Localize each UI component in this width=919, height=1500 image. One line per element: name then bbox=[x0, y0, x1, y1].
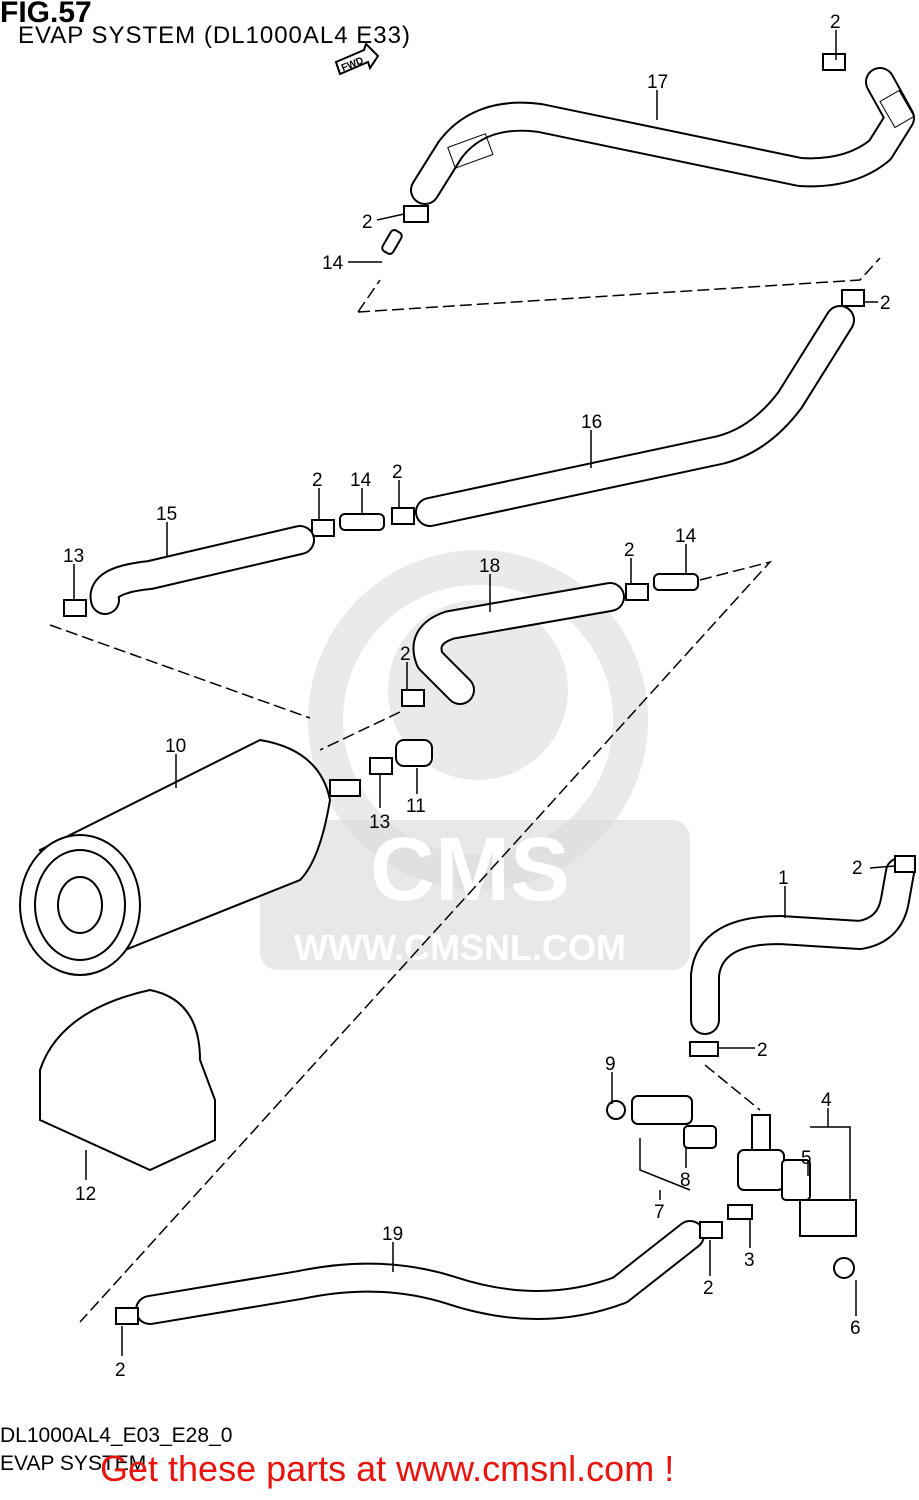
callout-17: 17 bbox=[647, 72, 668, 93]
callout-1: 1 bbox=[778, 868, 789, 889]
callout-2: 2 bbox=[392, 462, 403, 483]
callout-16: 16 bbox=[581, 412, 602, 433]
hose-17 bbox=[410, 67, 915, 205]
callout-13: 13 bbox=[63, 546, 84, 567]
callout-13: 13 bbox=[369, 812, 390, 833]
hose-clamp bbox=[369, 757, 393, 775]
fwd-arrow-icon: FWD bbox=[334, 42, 380, 76]
figure-number: FIG.57 bbox=[0, 0, 92, 29]
hose-16 bbox=[415, 305, 855, 527]
clamp-7 bbox=[606, 1095, 717, 1149]
callout-14: 14 bbox=[350, 470, 372, 491]
callout-19: 19 bbox=[382, 1224, 403, 1245]
callout-3: 3 bbox=[744, 1250, 755, 1271]
callout-14: 14 bbox=[322, 253, 344, 274]
callout-2: 2 bbox=[703, 1278, 714, 1299]
callout-6: 6 bbox=[850, 1318, 861, 1339]
callout-18: 18 bbox=[479, 556, 500, 577]
leader-lines bbox=[73, 30, 896, 1356]
hose-clamp bbox=[391, 507, 415, 525]
hose-clamp bbox=[311, 519, 335, 537]
callout-14: 14 bbox=[675, 526, 697, 547]
callout-2: 2 bbox=[830, 12, 841, 33]
callout-11: 11 bbox=[406, 796, 426, 817]
holder-12 bbox=[39, 988, 216, 1172]
callout-9: 9 bbox=[605, 1054, 616, 1075]
callout-12: 12 bbox=[75, 1184, 96, 1205]
callout-4: 4 bbox=[821, 1090, 832, 1111]
joint-14 bbox=[653, 573, 699, 591]
callout-7: 7 bbox=[654, 1202, 665, 1223]
hose-clamp bbox=[63, 599, 87, 617]
callout-2: 2 bbox=[115, 1360, 126, 1381]
watermark: CMS WWW.CMSNL.COM bbox=[260, 550, 690, 970]
hose-clamp bbox=[894, 855, 916, 873]
callout-2: 2 bbox=[880, 293, 891, 314]
joint-14 bbox=[339, 513, 385, 531]
hose-1 bbox=[690, 857, 915, 1035]
hose-clamp bbox=[115, 1307, 139, 1325]
callout-8: 8 bbox=[680, 1170, 691, 1191]
hose-15 bbox=[89, 525, 315, 615]
hose-clamp bbox=[699, 1221, 723, 1239]
hose-clamp bbox=[401, 689, 425, 707]
hose-clamp bbox=[841, 289, 865, 307]
diagram-code: DL1000AL4_E03_E28_0 bbox=[0, 1424, 233, 1447]
bracket-4 bbox=[781, 1159, 857, 1279]
hose-clamp bbox=[403, 205, 429, 223]
callout-2: 2 bbox=[852, 858, 863, 879]
watermark-url: WWW.CMSNL.COM bbox=[294, 927, 626, 968]
hose-clamp bbox=[689, 1041, 719, 1057]
hose-19 bbox=[135, 1220, 705, 1325]
callout-2: 2 bbox=[400, 644, 411, 665]
cap-11 bbox=[395, 739, 433, 767]
callout-15: 15 bbox=[156, 504, 177, 525]
hose-clamp bbox=[822, 53, 846, 71]
promo-link[interactable]: Get these parts at www.cmsnl.com ! bbox=[100, 1448, 675, 1489]
section-name: EVAP SYSTEM bbox=[0, 1452, 147, 1475]
figure-title: EVAP SYSTEM (DL1000AL4 E33) bbox=[18, 22, 411, 49]
callout-2: 2 bbox=[624, 540, 635, 561]
callout-2: 2 bbox=[362, 212, 373, 233]
callout-2: 2 bbox=[312, 470, 323, 491]
watermark-brand: CMS bbox=[370, 820, 570, 920]
callout-2: 2 bbox=[757, 1040, 768, 1061]
canister-10 bbox=[19, 738, 361, 976]
hose-clamp bbox=[625, 583, 649, 601]
callout-5: 5 bbox=[801, 1148, 812, 1169]
valve-3 bbox=[727, 1114, 785, 1220]
joint-14 bbox=[381, 229, 403, 255]
hose-18 bbox=[412, 582, 625, 705]
callout-10: 10 bbox=[165, 736, 186, 757]
